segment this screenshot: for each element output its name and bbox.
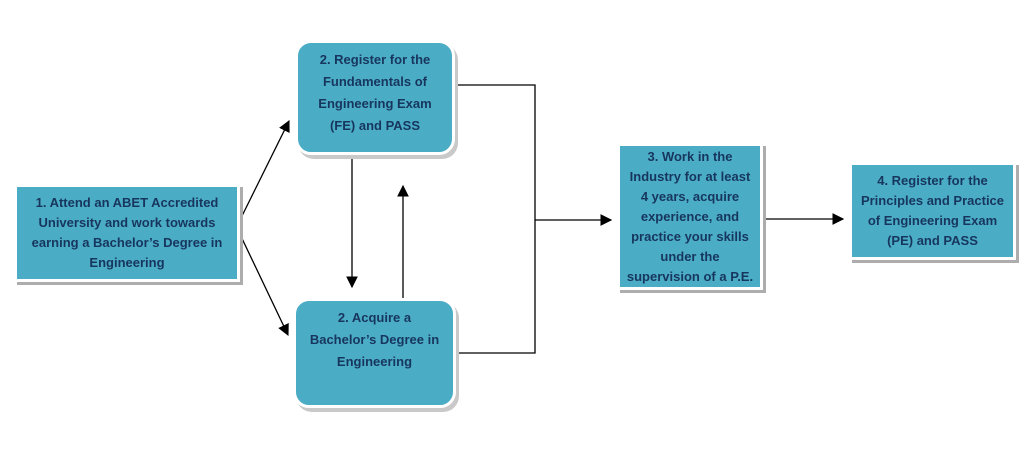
edge-step1-to-degree-arrow [236,227,289,337]
flow-step-2-acquire-degree: 2. Acquire a Bachelor’s Degree in Engine… [293,298,456,408]
flow-step-3-work-industry: 3. Work in the Industry for at least 4 y… [617,143,763,290]
flow-step-4-pe-exam: 4. Register for the Principles and Pract… [849,162,1016,260]
flow-step-1-attend-university: 1. Attend an ABET Accredited University … [14,184,240,282]
edge-merge-connector [458,84,536,354]
edge-step1-to-fe-arrow [236,119,290,227]
flow-step-2-fe-exam: 2. Register for the Fundamentals of Engi… [295,40,455,155]
